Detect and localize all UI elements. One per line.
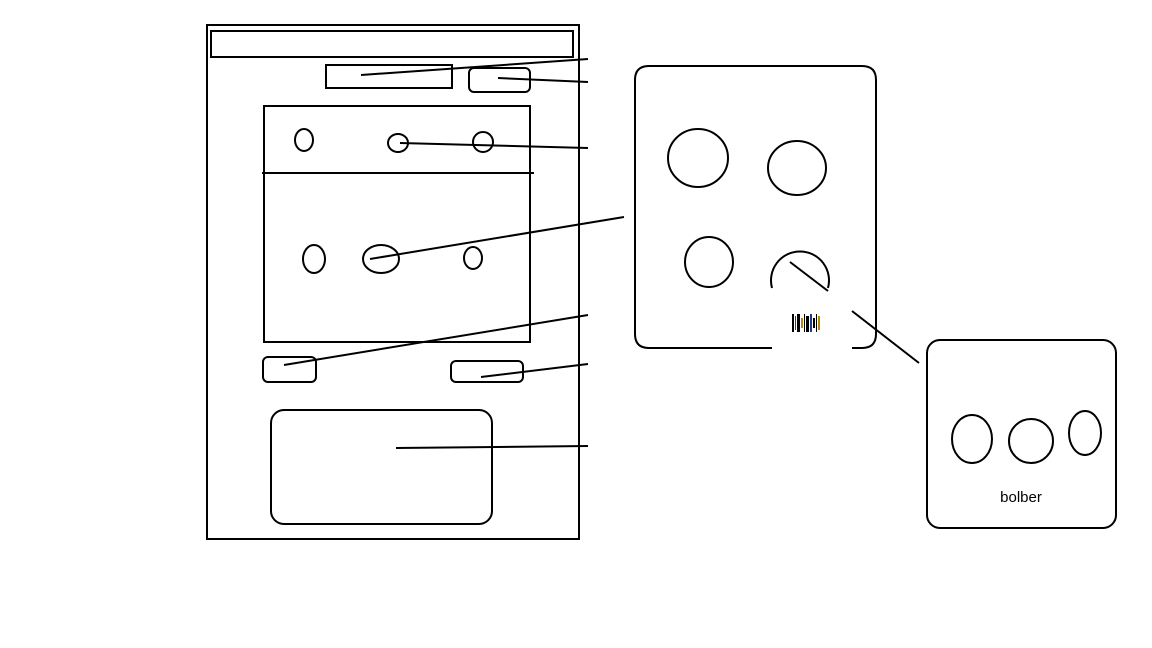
bolber-label: bolber xyxy=(1000,489,1042,506)
upper-knob-right xyxy=(472,131,494,153)
leader-line-bottom-right-button xyxy=(480,363,589,378)
bolber-panel xyxy=(926,339,1117,529)
leader-line-bottom-left-button xyxy=(283,314,589,366)
gauge-bottom-left xyxy=(684,236,734,288)
bolber-right xyxy=(1068,410,1102,456)
upper-knob-left xyxy=(294,128,314,152)
barcode-icon xyxy=(791,313,821,335)
gauge-bottom-right xyxy=(770,250,830,289)
control-panel xyxy=(263,105,531,343)
bolber-center xyxy=(1008,418,1054,464)
leader-line-gauge-callout xyxy=(851,310,920,364)
leader-line-display xyxy=(360,58,589,76)
lower-compartment xyxy=(270,409,493,525)
leader-line-lower-knob xyxy=(369,216,625,260)
gauge-top-right xyxy=(767,140,827,196)
gauge-detail-panel xyxy=(634,65,877,349)
leader-line-button xyxy=(497,77,589,83)
bottom-right-button xyxy=(450,360,524,383)
bolber-left xyxy=(951,414,993,464)
leader-line-compartment xyxy=(395,445,589,449)
bottom-left-button xyxy=(262,356,317,383)
lower-knob-right xyxy=(463,246,483,270)
leader-line-upper-knob xyxy=(399,142,589,149)
input-field xyxy=(325,64,453,89)
lower-knob-left xyxy=(302,244,326,274)
gauge-needle xyxy=(789,261,829,292)
lower-knob-center xyxy=(362,244,400,274)
top-display-bar xyxy=(210,30,574,58)
device-outline xyxy=(206,24,580,540)
gauge-top-left xyxy=(667,128,729,188)
